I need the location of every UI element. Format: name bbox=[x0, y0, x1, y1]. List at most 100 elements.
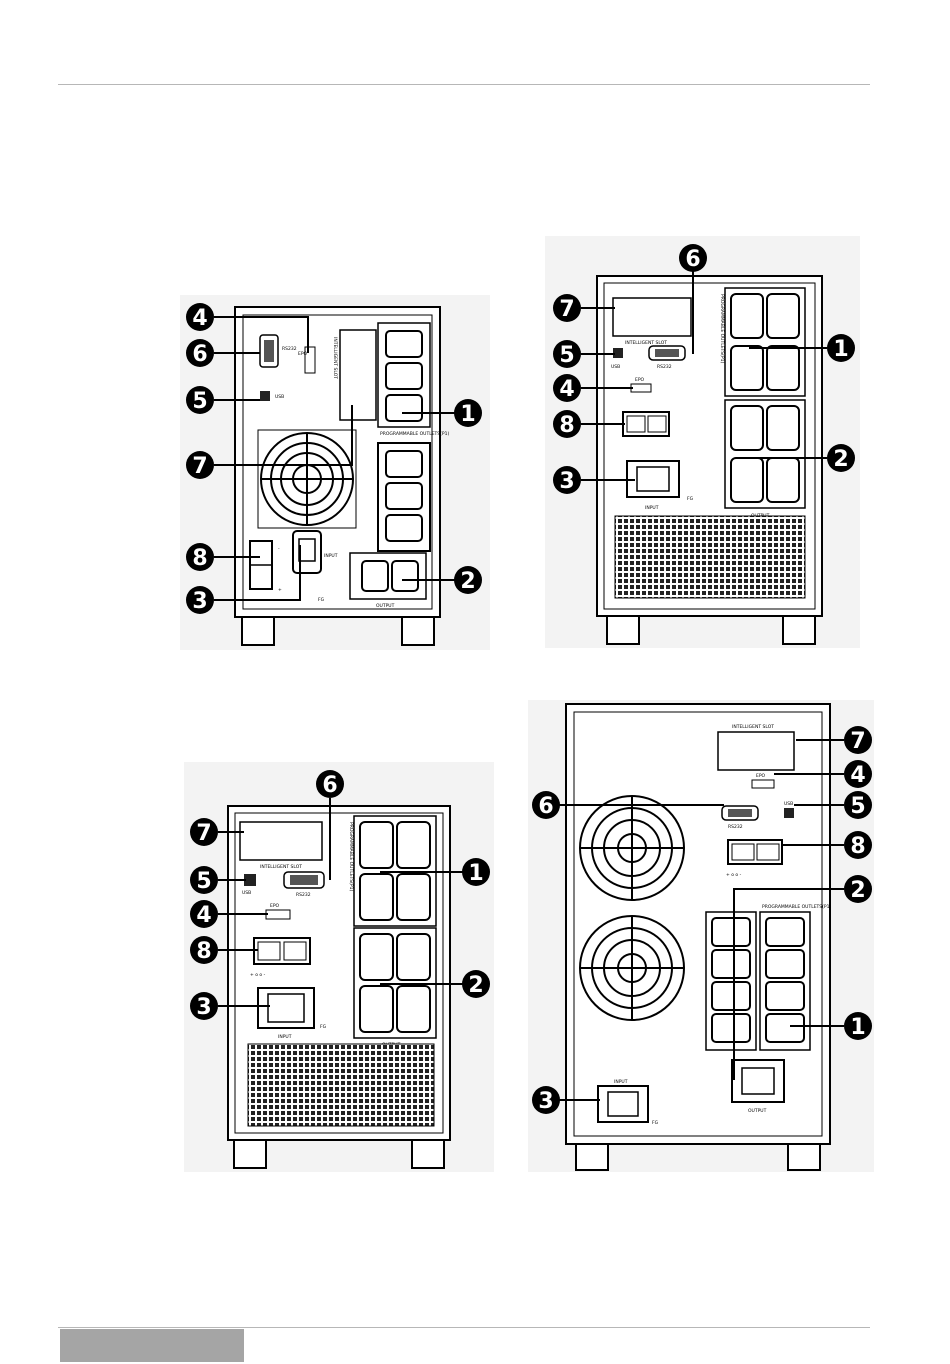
callout-8: 8 bbox=[190, 936, 218, 964]
callout-4: 4 bbox=[553, 374, 581, 402]
epo-label: EPO bbox=[298, 351, 308, 357]
svg-text:7: 7 bbox=[559, 297, 574, 322]
foot-left bbox=[233, 1139, 267, 1169]
foot-left bbox=[575, 1143, 609, 1171]
callout-2: 2 bbox=[827, 444, 855, 472]
intelligent-slot-label: INTELLIGENT SLOT bbox=[625, 340, 667, 346]
input-label: INPUT bbox=[645, 505, 659, 511]
cooling-fan-top bbox=[579, 795, 685, 901]
usb-port bbox=[260, 391, 270, 401]
svg-text:8: 8 bbox=[196, 939, 211, 964]
callout-3: 3 bbox=[186, 586, 214, 614]
fg-label: FG bbox=[687, 496, 694, 502]
outlet-group-top bbox=[730, 293, 800, 391]
fg-label: FG bbox=[318, 597, 325, 603]
epo-label: EPO bbox=[635, 377, 645, 383]
callout-8: 8 bbox=[844, 831, 872, 859]
callout-5: 5 bbox=[553, 340, 581, 368]
fg-label: FG bbox=[652, 1120, 659, 1126]
svg-text:2: 2 bbox=[833, 447, 848, 472]
foot-right bbox=[411, 1139, 445, 1169]
svg-text:7: 7 bbox=[196, 821, 211, 846]
intelligent-slot-label: INTELLIGENT SLOT bbox=[260, 864, 302, 870]
outlet-group-top bbox=[385, 330, 423, 422]
svg-text:3: 3 bbox=[559, 469, 574, 494]
header-rule bbox=[58, 84, 870, 85]
foot-right bbox=[787, 1143, 821, 1171]
callout-7: 7 bbox=[553, 294, 581, 322]
footer-rule bbox=[58, 1327, 870, 1328]
footer-tab bbox=[60, 1329, 244, 1362]
epo-label: EPO bbox=[756, 773, 766, 779]
usb-port bbox=[244, 874, 256, 886]
svg-text:8: 8 bbox=[192, 546, 207, 571]
intelligent-slot-label: INTELLIGENT SLOT bbox=[732, 724, 774, 730]
intelligent-slot bbox=[239, 821, 323, 861]
callout-5: 5 bbox=[190, 866, 218, 894]
usb-label: USB bbox=[242, 890, 251, 896]
rs232-label: RS232 bbox=[296, 892, 311, 898]
outlet-sockets-left bbox=[711, 917, 751, 1043]
cooling-fan-bottom bbox=[579, 915, 685, 1021]
intelligent-slot bbox=[339, 329, 377, 421]
callout-6: 6 bbox=[316, 770, 344, 798]
fg-label: FG bbox=[320, 1024, 327, 1030]
ups-rear-diagram-2: INTELLIGENT SLOT USB RS232 EPO INPUT FG … bbox=[545, 236, 860, 648]
callout-1: 1 bbox=[454, 399, 482, 427]
callout-1: 1 bbox=[827, 334, 855, 362]
rs232-port bbox=[259, 334, 279, 368]
epo-label: EPO bbox=[270, 903, 280, 909]
foot-left bbox=[606, 615, 640, 645]
epo-connector bbox=[265, 909, 291, 920]
svg-text:1: 1 bbox=[460, 402, 475, 427]
foot-right bbox=[401, 616, 435, 646]
svg-text:7: 7 bbox=[850, 729, 865, 754]
svg-text:1: 1 bbox=[850, 1015, 865, 1040]
svg-text:1: 1 bbox=[833, 337, 848, 362]
usb-port bbox=[613, 348, 623, 358]
programmable-label: PROGRAMMABLE OUTLETS(P1) bbox=[348, 822, 354, 891]
programmable-label: PROGRAMMABLE OUTLETS(P1) bbox=[719, 294, 725, 363]
svg-text:5: 5 bbox=[850, 794, 865, 819]
input-label: INPUT bbox=[324, 553, 338, 559]
svg-text:3: 3 bbox=[538, 1089, 553, 1114]
epo-connector bbox=[751, 779, 775, 789]
ups-rear-diagram-1: RS232 USB EPO INTELLIGENT SLOT PROGRAMMA… bbox=[180, 295, 490, 650]
callout-leaders bbox=[558, 739, 844, 1101]
ups-rear-diagram-3: INTELLIGENT SLOT USB RS232 EPO + o o - I… bbox=[184, 762, 494, 1172]
outlet-group-top bbox=[359, 821, 431, 921]
rs232-label: RS232 bbox=[657, 364, 672, 370]
svg-text:2: 2 bbox=[850, 878, 865, 903]
svg-text:2: 2 bbox=[460, 569, 475, 594]
output-label: OUTPUT bbox=[376, 603, 395, 609]
callout-leaders bbox=[581, 264, 827, 481]
callout-2: 2 bbox=[454, 566, 482, 594]
callout-5: 5 bbox=[844, 791, 872, 819]
rs232-label: RS232 bbox=[282, 346, 297, 352]
callout-leaders bbox=[218, 798, 468, 1007]
foot-left bbox=[241, 616, 275, 646]
svg-text:7: 7 bbox=[192, 454, 207, 479]
svg-text:6: 6 bbox=[322, 773, 337, 798]
input-label: INPUT bbox=[614, 1079, 628, 1085]
usb-label: USB bbox=[784, 801, 793, 807]
usb-label: USB bbox=[275, 394, 284, 400]
svg-text:3: 3 bbox=[196, 995, 211, 1020]
battery-polarity-label: + o o - bbox=[250, 972, 266, 978]
rs232-port bbox=[648, 345, 686, 361]
callout-8: 8 bbox=[553, 410, 581, 438]
callout-7: 7 bbox=[186, 451, 214, 479]
callout-5: 5 bbox=[186, 386, 214, 414]
callout-3: 3 bbox=[532, 1086, 560, 1114]
svg-text:5: 5 bbox=[559, 343, 574, 368]
callout-2: 2 bbox=[462, 970, 490, 998]
callout-4: 4 bbox=[190, 900, 218, 928]
callout-6: 6 bbox=[679, 244, 707, 272]
minus-label: - bbox=[278, 547, 280, 552]
input-label: INPUT bbox=[278, 1034, 292, 1040]
svg-text:2: 2 bbox=[468, 973, 483, 998]
ups-rear-diagram-4: INTELLIGENT SLOT EPO RS232 USB + o o - P… bbox=[528, 700, 874, 1172]
outlet-group-bottom bbox=[377, 442, 431, 552]
output-label: OUTPUT bbox=[748, 1108, 767, 1114]
svg-text:8: 8 bbox=[850, 834, 865, 859]
